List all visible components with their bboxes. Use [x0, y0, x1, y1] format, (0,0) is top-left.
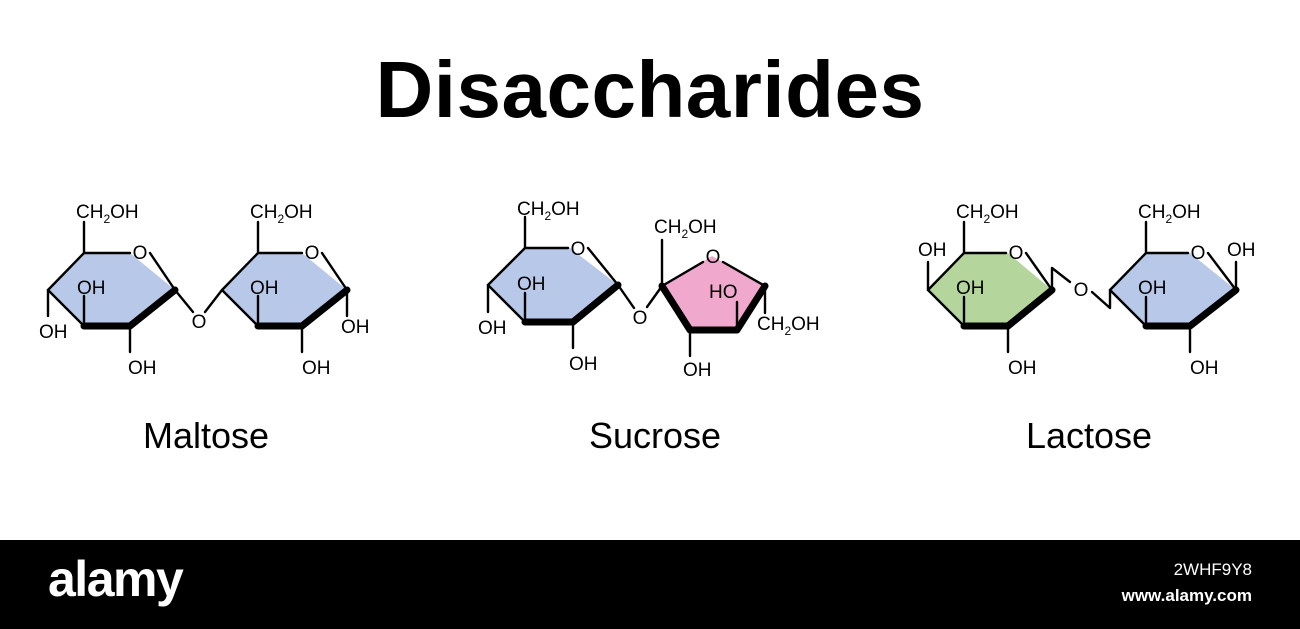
sucrose-structure: O CH2OH OH OH OH O O CH2OH HO CH2OH OH S…	[478, 199, 820, 456]
hydroxyl-label: OH	[250, 278, 279, 299]
ch2oh-group-label: CH2OH	[757, 314, 820, 338]
hydroxyl-label: OH	[1008, 358, 1037, 379]
hydroxyl-label: OH	[39, 322, 68, 343]
hydroxyl-label: OH	[302, 358, 331, 379]
hydroxyl-label: OH	[1190, 358, 1219, 379]
lactose-glucose-ring	[1110, 253, 1236, 326]
maltose-glucose-ring-2	[222, 253, 347, 326]
hydroxyl-label: HO	[709, 282, 738, 303]
ch2oh-group-label: CH2OH	[1138, 202, 1201, 226]
footer-bar: alamy 2WHF9Y8 www.alamy.com	[0, 540, 1300, 629]
sucrose-fructose-ring	[662, 256, 765, 330]
maltose-structure: O CH2OH OH OH OH O O CH2OH OH OH OH Malt…	[39, 202, 370, 456]
ring-oxygen-label: O	[305, 243, 320, 264]
image-id: 2WHF9Y8	[1173, 560, 1252, 579]
glycosidic-oxygen-label: O	[1074, 280, 1089, 301]
ch2oh-group-label: CH2OH	[76, 202, 139, 226]
diagram-title: Disaccharides	[375, 45, 925, 134]
ring-oxygen-label: O	[571, 239, 586, 260]
brand-logo: alamy	[48, 551, 184, 607]
ch2oh-group-label: CH2OH	[250, 202, 313, 226]
hydroxyl-label: OH	[478, 318, 507, 339]
hydroxyl-label: OH	[683, 360, 712, 381]
hydroxyl-label: OH	[77, 278, 106, 299]
hydroxyl-label: OH	[918, 240, 947, 261]
disaccharides-diagram: O CH2OH OH OH OH O O CH2OH OH OH OH Malt…	[39, 199, 1256, 456]
hydroxyl-label: OH	[569, 354, 598, 375]
ring-oxygen-label: O	[706, 247, 721, 268]
glycosidic-oxygen-label: O	[633, 308, 648, 329]
sucrose-label: Sucrose	[589, 415, 721, 456]
ring-oxygen-label: O	[1191, 243, 1206, 264]
hydroxyl-label: OH	[341, 317, 370, 338]
ch2oh-group-label: CH2OH	[654, 217, 717, 241]
ch2oh-group-label: CH2OH	[517, 199, 580, 223]
hydroxyl-label: OH	[1227, 240, 1256, 261]
lactose-structure: O CH2OH OH OH OH O O CH2OH OH OH OH Lact…	[918, 202, 1256, 456]
lactose-galactose-ring	[928, 253, 1052, 326]
ch2oh-group-label: CH2OH	[956, 202, 1019, 226]
maltose-label: Maltose	[143, 415, 269, 456]
hydroxyl-label: OH	[956, 278, 985, 299]
hydroxyl-label: OH	[1138, 278, 1167, 299]
lactose-label: Lactose	[1026, 415, 1152, 456]
maltose-glucose-ring-1	[48, 253, 175, 326]
ring-oxygen-label: O	[133, 243, 148, 264]
hydroxyl-label: OH	[517, 274, 546, 295]
site-url[interactable]: www.alamy.com	[1121, 586, 1252, 605]
glycosidic-oxygen-label: O	[192, 312, 207, 333]
sucrose-glucose-ring	[488, 248, 618, 322]
ring-oxygen-label: O	[1009, 243, 1024, 264]
hydroxyl-label: OH	[128, 358, 157, 379]
